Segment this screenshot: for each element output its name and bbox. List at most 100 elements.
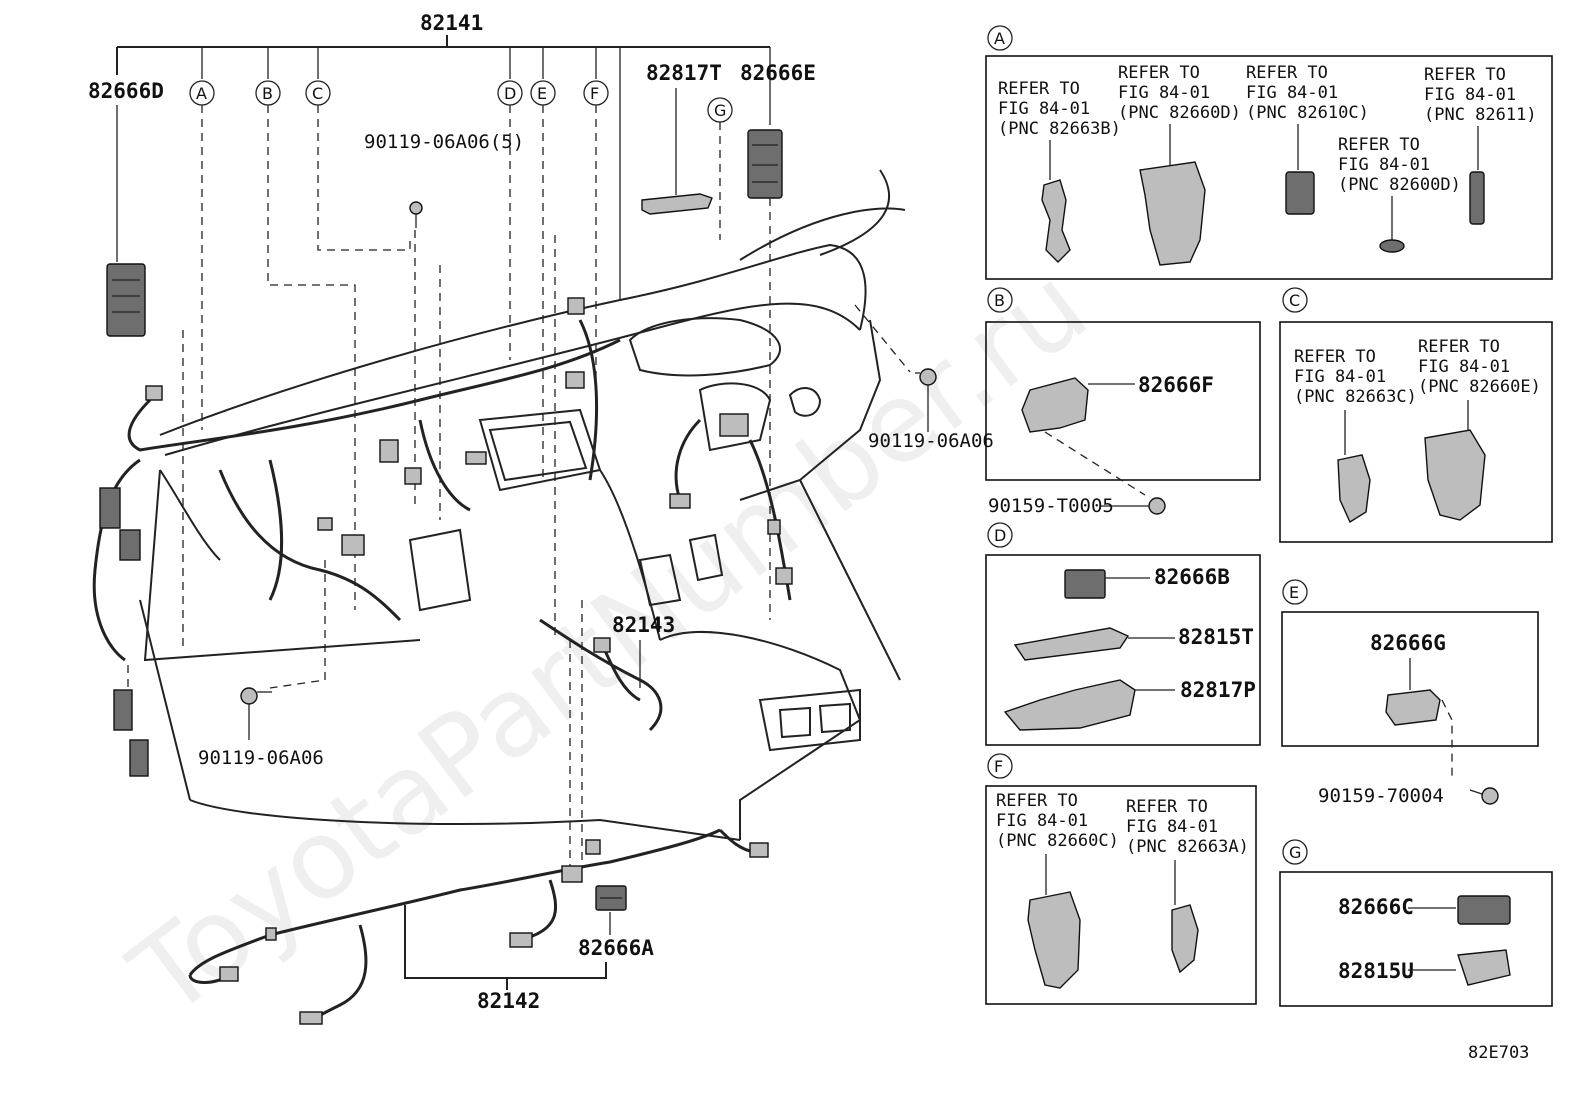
part-82600D (1379, 239, 1405, 253)
part-82666C (1457, 895, 1511, 925)
label-82817P[interactable]: 82817P (1180, 678, 1256, 702)
panel-a-ref5-line3: (PNC 82611) (1424, 105, 1537, 125)
svg-text:C: C (1289, 291, 1300, 310)
part-82663C (1337, 454, 1371, 524)
connector-82666D (106, 263, 146, 337)
part-82610C (1285, 171, 1315, 215)
svg-text:E: E (1289, 583, 1299, 602)
label-90159-70004[interactable]: 90159-70004 (1318, 785, 1444, 807)
part-82663B (1041, 179, 1071, 263)
harness-82141 (92, 319, 792, 662)
panel-a-ref1-line3: (PNC 82663B) (998, 119, 1121, 139)
panel-g-callout[interactable]: G (1282, 839, 1308, 865)
panel-a-ref2-line3: (PNC 82660D) (1118, 103, 1241, 123)
bolt-left (240, 687, 272, 740)
label-82666E[interactable]: 82666E (740, 61, 816, 85)
harness-82142-connectors (219, 839, 769, 1025)
label-90119-06A06-right[interactable]: 90119-06A06 (868, 430, 994, 452)
part-82817P (1003, 679, 1136, 731)
label-82666D[interactable]: 82666D (88, 79, 164, 103)
svg-text:G: G (1289, 843, 1301, 862)
panel-c-callout[interactable]: C (1282, 287, 1308, 313)
svg-text:B: B (262, 84, 273, 103)
part-82666B (1064, 569, 1106, 599)
leader-lines (127, 105, 911, 870)
panel-a-ref4-line1: REFER TO (1338, 135, 1420, 155)
figure-code: 82E703 (1468, 1043, 1529, 1063)
panel-f-callout[interactable]: F (987, 753, 1013, 779)
panel-d-callout[interactable]: D (987, 522, 1013, 548)
panel-a-ref1-line2: FIG 84-01 (998, 99, 1090, 119)
panel-a-ref2-line1: REFER TO (1118, 63, 1200, 83)
label-90159-T0005[interactable]: 90159-T0005 (988, 495, 1114, 517)
bolt-top (409, 201, 423, 228)
bolt-90159-70004 (1469, 787, 1499, 805)
callout-E[interactable]: E (530, 80, 556, 106)
callout-F[interactable]: F (583, 80, 609, 106)
panel-b-callout[interactable]: B (987, 287, 1013, 313)
callout-B[interactable]: B (255, 80, 281, 106)
panel-g: 82666C 82815U (1279, 871, 1553, 1007)
harness-connectors (99, 297, 793, 777)
panel-c-ref2-line2: FIG 84-01 (1418, 357, 1510, 377)
connector-82143 (593, 637, 611, 653)
panel-a-ref5-line2: FIG 84-01 (1424, 85, 1516, 105)
part-82660C (1027, 891, 1081, 989)
panel-c-ref1-line1: REFER TO (1294, 347, 1376, 367)
svg-text:G: G (714, 101, 726, 120)
panel-c-ref2-line3: (PNC 82660E) (1418, 377, 1541, 397)
panel-c: REFER TO FIG 84-01 (PNC 82663C) REFER TO… (1279, 321, 1553, 543)
panel-a-ref3-line2: FIG 84-01 (1246, 83, 1338, 103)
panel-a-ref2-line2: FIG 84-01 (1118, 83, 1210, 103)
panel-f-ref2-line3: (PNC 82663A) (1126, 837, 1249, 857)
panel-e: 82666G (1281, 611, 1539, 780)
part-82666F (1021, 377, 1089, 433)
label-82815U[interactable]: 82815U (1338, 959, 1414, 983)
callout-A[interactable]: A (189, 80, 215, 106)
label-82143[interactable]: 82143 (612, 613, 675, 637)
svg-text:A: A (994, 29, 1005, 48)
part-82660E (1424, 429, 1486, 521)
callout-C[interactable]: C (305, 80, 331, 106)
label-82141[interactable]: 82141 (420, 11, 483, 35)
svg-text:F: F (994, 757, 1003, 776)
svg-text:D: D (504, 84, 516, 103)
svg-text:D: D (994, 526, 1006, 545)
part-82815T (1013, 627, 1130, 661)
panel-a-ref4-line2: FIG 84-01 (1338, 155, 1430, 175)
part-82666G (1385, 689, 1441, 726)
label-82666A[interactable]: 82666A (578, 936, 654, 960)
label-82817T[interactable]: 82817T (646, 61, 722, 85)
label-82666G[interactable]: 82666G (1370, 631, 1446, 655)
label-82815T[interactable]: 82815T (1178, 625, 1254, 649)
label-82666B[interactable]: 82666B (1154, 565, 1230, 589)
panel-f-ref2-line2: FIG 84-01 (1126, 817, 1218, 837)
panel-f-ref1-line2: FIG 84-01 (996, 811, 1088, 831)
panel-a-ref4-line3: (PNC 82600D) (1338, 175, 1461, 195)
main-callouts: A B C D E F G (189, 80, 733, 123)
panel-c-ref2-line1: REFER TO (1418, 337, 1500, 357)
callout-D[interactable]: D (497, 80, 523, 106)
svg-text:A: A (196, 84, 207, 103)
panel-a-callout[interactable]: A (987, 25, 1013, 51)
panel-f-ref2-line1: REFER TO (1126, 797, 1208, 817)
bolt-90159-T0005 (1100, 497, 1166, 515)
panel-a-ref3-line1: REFER TO (1246, 63, 1328, 83)
main-assembly: 82141 82666D A B C D E F G 82817T 82666E (88, 11, 994, 1025)
svg-text:C: C (312, 84, 323, 103)
label-82666C[interactable]: 82666C (1338, 895, 1414, 919)
panel-d: 82666B 82815T 82817P (985, 554, 1261, 746)
panel-b: 82666F (985, 321, 1261, 496)
label-82142[interactable]: 82142 (477, 989, 540, 1013)
svg-text:F: F (590, 84, 599, 103)
dashboard-outline (139, 169, 906, 841)
part-82815U (1457, 949, 1511, 986)
label-82666F[interactable]: 82666F (1138, 373, 1214, 397)
label-90119-06A06-left[interactable]: 90119-06A06 (198, 747, 324, 769)
callout-G[interactable]: G (707, 97, 733, 123)
part-82660D (1139, 161, 1206, 266)
bolt-right (915, 368, 937, 432)
panel-a-ref5-line1: REFER TO (1424, 65, 1506, 85)
label-90119-06A06-5[interactable]: 90119-06A06(5) (364, 131, 524, 153)
panel-e-callout[interactable]: E (1282, 579, 1308, 605)
